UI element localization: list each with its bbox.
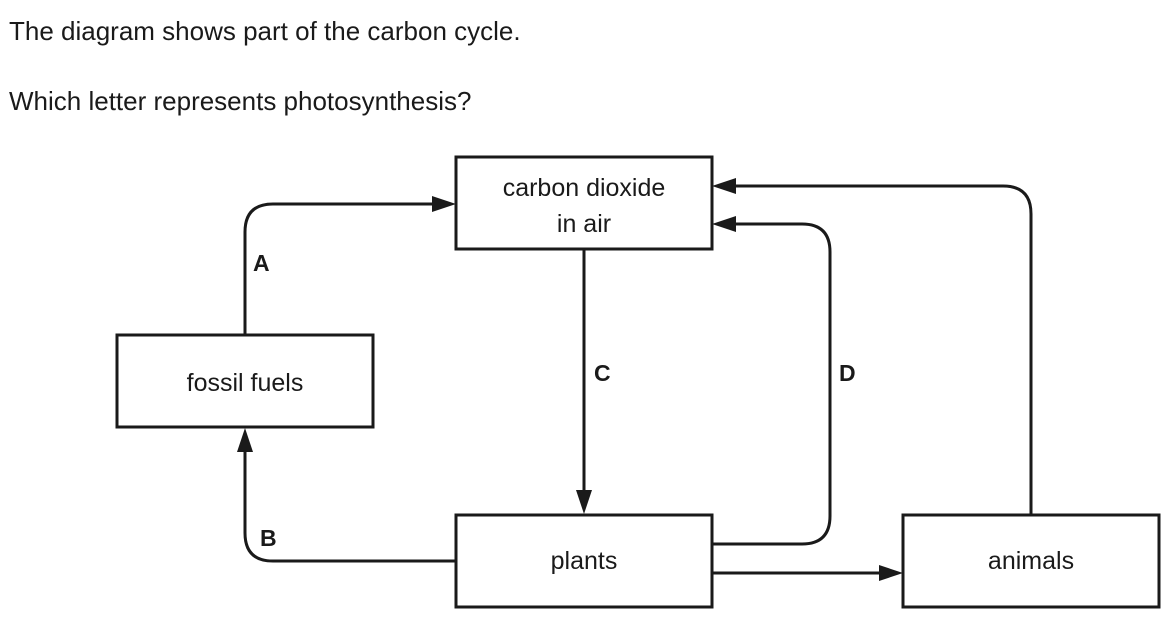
arrow-a: [243, 196, 456, 335]
node-fossil-fuels-label: fossil fuels: [187, 369, 304, 397]
node-carbon-dioxide-label-line1: carbon dioxide: [503, 174, 666, 202]
question-intro: The diagram shows part of the carbon cyc…: [9, 16, 521, 46]
node-animals-label: animals: [988, 547, 1074, 575]
arrow-b-label: B: [260, 525, 277, 551]
arrow-d: [712, 216, 832, 546]
node-fossil-fuels: fossil fuels: [115, 333, 375, 429]
node-plants-label: plants: [551, 547, 618, 575]
arrow-c: [576, 249, 592, 514]
arrow-b: [237, 428, 456, 563]
arrow-plants-to-animals: [712, 565, 903, 581]
node-plants: plants: [454, 513, 714, 609]
arrow-animals-to-co2: [712, 178, 1033, 515]
arrow-a-label: A: [253, 250, 270, 276]
arrow-c-label: C: [594, 360, 611, 386]
node-carbon-dioxide: carbon dioxide in air: [454, 155, 714, 251]
node-carbon-dioxide-label-line2: in air: [557, 210, 611, 238]
arrow-d-label: D: [839, 360, 856, 386]
node-animals: animals: [901, 513, 1161, 609]
question-prompt: Which letter represents photosynthesis?: [9, 86, 472, 116]
